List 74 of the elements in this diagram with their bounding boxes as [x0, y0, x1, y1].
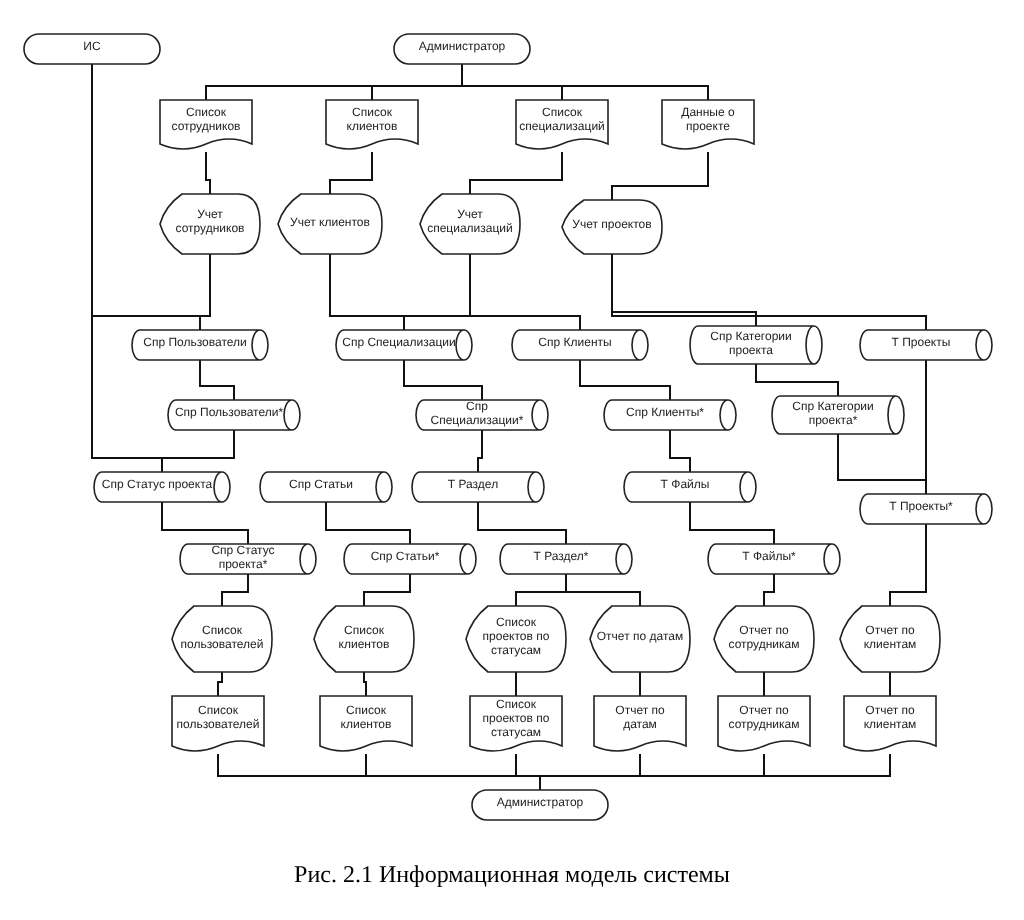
data-store-cylinder: [416, 400, 548, 430]
document-shape: [172, 696, 264, 754]
data-store-cylinder: [180, 544, 316, 574]
connector-line: [161, 501, 249, 545]
data-store-cylinder: [708, 544, 840, 574]
data-store-cylinder: [500, 544, 632, 574]
data-store-cylinder: [132, 330, 268, 360]
connector-line: [217, 671, 223, 697]
data-store-cylinder: [512, 330, 648, 360]
document-shape: [662, 100, 754, 152]
connector-line: [329, 151, 373, 195]
display-shape: [314, 606, 414, 672]
terminator-shape: [394, 34, 530, 64]
connector-line: [477, 429, 483, 473]
connector-line: [329, 253, 581, 331]
data-store-cylinder: [860, 494, 992, 524]
connector-line: [363, 671, 367, 697]
data-store-cylinder: [412, 472, 544, 502]
data-store-cylinder: [772, 396, 904, 434]
connector-line: [199, 253, 211, 331]
connector-line: [763, 671, 765, 697]
connector-line: [477, 501, 567, 545]
connector-line: [579, 359, 671, 401]
connector-line: [837, 433, 927, 495]
data-store-cylinder: [344, 544, 476, 574]
display-shape: [590, 606, 690, 672]
data-store-cylinder: [860, 330, 992, 360]
terminator-shape: [24, 34, 160, 64]
document-shape: [844, 696, 936, 754]
connector-line: [889, 523, 927, 607]
connector-line: [689, 501, 775, 545]
display-shape: [840, 606, 940, 672]
connector-line: [205, 151, 211, 195]
connector-line: [669, 429, 691, 473]
document-shape: [326, 100, 418, 152]
data-store-cylinder: [94, 472, 230, 502]
document-shape: [470, 696, 562, 754]
display-shape: [420, 194, 520, 254]
display-shape: [278, 194, 382, 254]
document-shape: [594, 696, 686, 754]
data-store-cylinder: [604, 400, 736, 430]
display-shape: [160, 194, 260, 254]
connector-line: [325, 501, 411, 545]
display-shape: [466, 606, 566, 672]
connector-line: [221, 573, 249, 607]
display-shape: [714, 606, 814, 672]
document-shape: [320, 696, 412, 754]
connector-line: [469, 151, 563, 195]
data-store-cylinder: [260, 472, 392, 502]
data-store-cylinder: [624, 472, 756, 502]
document-shape: [718, 696, 810, 754]
document-shape: [160, 100, 252, 152]
connector-line: [161, 429, 235, 473]
connector-line: [403, 253, 471, 331]
connector-line: [889, 671, 891, 697]
data-store-cylinder: [168, 400, 300, 430]
connector-line: [755, 363, 839, 397]
connector-line: [363, 573, 411, 607]
connector-line: [461, 63, 709, 101]
connector-line: [403, 359, 483, 401]
connector-line: [611, 151, 709, 201]
data-store-cylinder: [690, 326, 822, 364]
connector-line: [639, 671, 641, 697]
connector-line: [763, 573, 775, 607]
connector-line: [539, 753, 891, 791]
terminator-shape: [472, 790, 608, 820]
display-shape: [562, 200, 662, 254]
connector-line: [515, 671, 517, 697]
data-store-cylinder: [336, 330, 472, 360]
display-shape: [172, 606, 272, 672]
connector-line: [199, 359, 235, 401]
connector-line: [565, 573, 641, 607]
document-shape: [516, 100, 608, 152]
figure-caption: Рис. 2.1 Информационная модель системы: [294, 860, 730, 890]
